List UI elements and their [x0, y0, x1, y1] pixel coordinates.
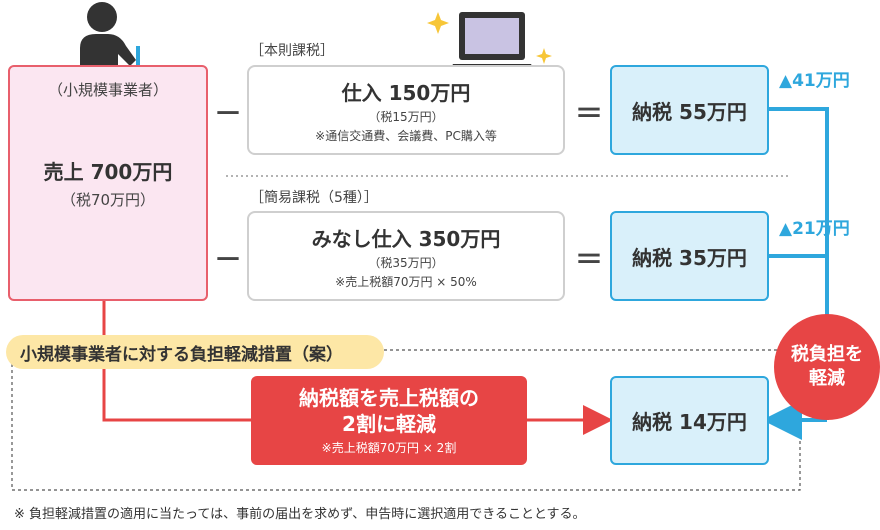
laptop-icon — [427, 12, 552, 76]
minus-sign: － — [214, 243, 243, 276]
proposal-note: ※売上税額70万円 × 2割 — [321, 441, 457, 455]
kani-purchase: みなし仕入 350万円 — [311, 226, 501, 251]
kani-purchase-note: ※売上税額70万円 × 50% — [335, 274, 477, 289]
seller-category: （小規模事業者） — [47, 81, 168, 99]
seller-box: （小規模事業者） 売上 700万円 （税70万円） — [8, 65, 208, 301]
proposal-label: 小規模事業者に対する負担軽減措置（案） — [6, 335, 384, 369]
burden-line1: 税負担を — [791, 344, 863, 365]
honsoku-purchase-box: 仕入 150万円 （税15万円） ※通信交通費、会議費、PC購入等 — [247, 65, 565, 155]
kani-purchase-box: みなし仕入 350万円 （税35万円） ※売上税額70万円 × 50% — [247, 211, 565, 301]
proposal-box: 納税額を売上税額の 2割に軽減 ※売上税額70万円 × 2割 — [251, 376, 527, 465]
honsoku-purchase-tax: （税15万円） — [368, 109, 444, 124]
honsoku-reduction: ▲41万円 — [779, 71, 850, 91]
honsoku-tax-paid: 納税 55万円 — [632, 99, 747, 124]
seller-sales: 売上 700万円 — [43, 160, 173, 184]
kani-reduction: ▲21万円 — [779, 219, 850, 239]
burden-reduction-badge: 税負担を 軽減 — [774, 314, 880, 420]
kani-tax-box: 納税 35万円 — [610, 211, 769, 301]
burden-line2: 軽減 — [809, 368, 845, 389]
sparkle-icon — [427, 12, 449, 34]
kani-tax-paid: 納税 35万円 — [632, 245, 747, 270]
proposal-line1: 納税額を売上税額の — [299, 386, 479, 410]
minus-sign: － — [214, 97, 243, 130]
proposal-line2: 2割に軽減 — [342, 412, 436, 436]
proposal-tax-box: 納税 14万円 — [610, 376, 769, 465]
equals-sign: ＝ — [575, 243, 604, 276]
kani-label: ［簡易課税（5種）］ — [250, 190, 378, 206]
proposal-tax-paid: 納税 14万円 — [632, 410, 747, 434]
seller-sales-tax: （税70万円） — [60, 191, 156, 209]
kani-purchase-tax: （税35万円） — [368, 255, 444, 270]
honsoku-label: ［本則課税］ — [250, 43, 334, 59]
equals-sign: ＝ — [575, 97, 604, 130]
honsoku-tax-box: 納税 55万円 — [610, 65, 769, 155]
footnote: ※ 負担軽減措置の適用に当たっては、事前の届出を求めず、申告時に選択適用できるこ… — [14, 507, 586, 522]
honsoku-purchase-note: ※通信交通費、会議費、PC購入等 — [315, 128, 497, 143]
honsoku-purchase: 仕入 150万円 — [341, 80, 471, 105]
